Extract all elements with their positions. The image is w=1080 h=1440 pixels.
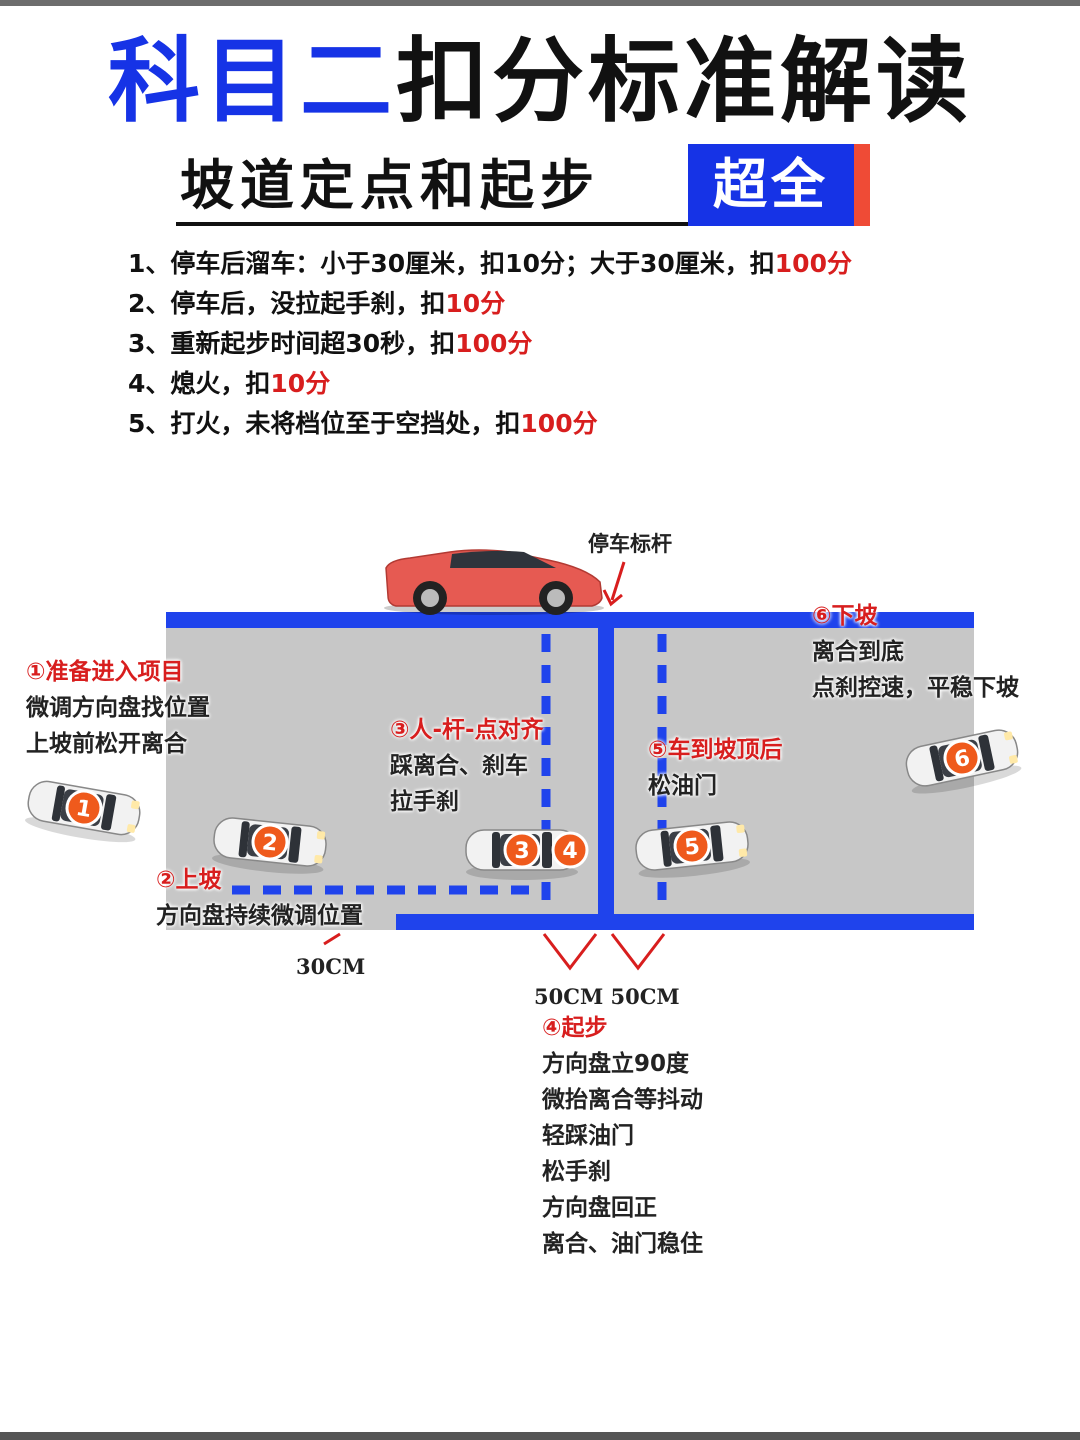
pole-arrow bbox=[602, 561, 626, 607]
step-6-line: 离合到底 bbox=[812, 639, 904, 665]
marker-30cm-tick bbox=[323, 932, 341, 946]
rule-text: 3、重新起步时间超30秒，扣 bbox=[128, 329, 456, 358]
car-number-badge bbox=[673, 827, 711, 865]
car-number: 2 bbox=[261, 830, 279, 856]
step-6-label: ⑥下坡 离合到底 点刹控速，平稳下坡 bbox=[812, 598, 1019, 706]
step-6-line: 点刹控速，平稳下坡 bbox=[812, 675, 1019, 701]
car-icon-4: 4 bbox=[551, 831, 589, 869]
penalty-rules-list: 1、停车后溜车：小于30厘米，扣10分；大于30厘米，扣100分 2、停车后，没… bbox=[128, 244, 1028, 444]
rule-item: 1、停车后溜车：小于30厘米，扣10分；大于30厘米，扣100分 bbox=[128, 244, 1028, 284]
car-number-badge bbox=[551, 831, 589, 869]
step-1-line: 上坡前松开离合 bbox=[26, 731, 187, 757]
step-3-title: ③人-杆-点对齐 bbox=[390, 717, 544, 743]
rule-penalty: 10分 bbox=[270, 369, 331, 398]
step-5-title: ⑤车到坡顶后 bbox=[648, 737, 783, 763]
subtitle: 坡道定点和起步 bbox=[180, 154, 600, 217]
car-number-badge bbox=[503, 831, 541, 869]
step-4-label: ④起步 方向盘立90度 微抬离合等抖动 轻踩油门 松手刹 方向盘回正 离合、油门… bbox=[542, 1010, 703, 1262]
car-number-badge bbox=[251, 823, 289, 861]
rule-item: 3、重新起步时间超30秒，扣100分 bbox=[128, 324, 1028, 364]
rule-item: 2、停车后，没拉起手刹，扣10分 bbox=[128, 284, 1028, 324]
subtitle-underline bbox=[176, 222, 870, 226]
distance-markers bbox=[323, 932, 666, 971]
step-4-line: 方向盘立90度 bbox=[542, 1051, 690, 1077]
marker-v-left bbox=[542, 933, 598, 971]
rule-text: 4、熄火，扣 bbox=[128, 369, 271, 398]
car-icon-3: 3 bbox=[465, 829, 579, 881]
car-icon-6: 6 bbox=[902, 726, 1024, 800]
rule-text: 1、停车后溜车：小于30厘米，扣10分；大于30厘米，扣 bbox=[128, 249, 775, 278]
step-6-title: ⑥下坡 bbox=[812, 603, 878, 629]
rule-text: 5、打火，未将档位至于空挡处，扣 bbox=[128, 409, 521, 438]
step-5-line: 松油门 bbox=[648, 773, 717, 799]
step-1-label: ①准备进入项目 微调方向盘找位置 上坡前松开离合 bbox=[26, 654, 210, 762]
parking-stop-line bbox=[598, 612, 614, 930]
step-4-title: ④起步 bbox=[542, 1015, 608, 1041]
car-icon-2: 2 bbox=[210, 815, 329, 879]
car-number: 6 bbox=[952, 746, 972, 774]
step-1-title: ①准备进入项目 bbox=[26, 659, 184, 685]
rule-penalty: 10分 bbox=[445, 289, 506, 318]
step-4-line: 方向盘回正 bbox=[542, 1195, 657, 1221]
step-5-label: ⑤车到坡顶后 松油门 bbox=[648, 732, 782, 804]
slope-road-area bbox=[166, 614, 974, 930]
car-number: 3 bbox=[514, 839, 529, 864]
car-number-badge bbox=[943, 739, 981, 777]
measure-30cm: 30CM bbox=[296, 954, 366, 979]
rule-text: 2、停车后，没拉起手刹，扣 bbox=[128, 289, 446, 318]
page-title: 科目二扣分标准解读 bbox=[0, 22, 1080, 142]
rule-penalty: 100分 bbox=[520, 409, 598, 438]
rule-penalty: 100分 bbox=[455, 329, 533, 358]
step-3-label: ③人-杆-点对齐 踩离合、刹车 拉手刹 bbox=[390, 712, 544, 820]
title-highlight: 科目二 bbox=[107, 28, 396, 135]
red-sedan-icon bbox=[384, 549, 604, 615]
step-1-line: 微调方向盘找位置 bbox=[26, 695, 210, 721]
step-3-line: 踩离合、刹车 bbox=[390, 753, 528, 779]
rule-penalty: 100分 bbox=[774, 249, 852, 278]
title-rest: 扣分标准解读 bbox=[396, 28, 973, 135]
rule-item: 4、熄火，扣10分 bbox=[128, 364, 1028, 404]
step-2-line: 方向盘持续微调位置 bbox=[156, 903, 363, 929]
step-4-line: 松手刹 bbox=[542, 1159, 611, 1185]
marker-v-right bbox=[610, 933, 666, 971]
step-3-line: 拉手刹 bbox=[390, 789, 459, 815]
measure-50cm: 50CM 50CM bbox=[534, 984, 680, 1009]
car-number: 1 bbox=[74, 796, 93, 823]
car-number: 5 bbox=[683, 834, 701, 860]
car-icon-1: 1 bbox=[22, 777, 144, 849]
step-4-line: 轻踩油门 bbox=[542, 1123, 634, 1149]
road-top-line bbox=[166, 612, 974, 628]
step-2-label: ②上坡 方向盘持续微调位置 bbox=[156, 862, 363, 934]
step-4-line: 微抬离合等抖动 bbox=[542, 1087, 703, 1113]
car-number-badge bbox=[65, 789, 103, 827]
car-number: 4 bbox=[562, 839, 577, 864]
pole-label: 停车标杆 bbox=[588, 531, 672, 556]
car-icon-5: 5 bbox=[633, 819, 752, 883]
top-edge-bar bbox=[0, 0, 1080, 6]
subtitle-badge: 超全 bbox=[688, 144, 870, 226]
step-2-title: ②上坡 bbox=[156, 867, 222, 893]
bottom-edge-bar bbox=[0, 1432, 1080, 1440]
rule-item: 5、打火，未将档位至于空挡处，扣100分 bbox=[128, 404, 1028, 444]
road-bottom-line bbox=[396, 914, 974, 930]
step-4-line: 离合、油门稳住 bbox=[542, 1231, 703, 1257]
